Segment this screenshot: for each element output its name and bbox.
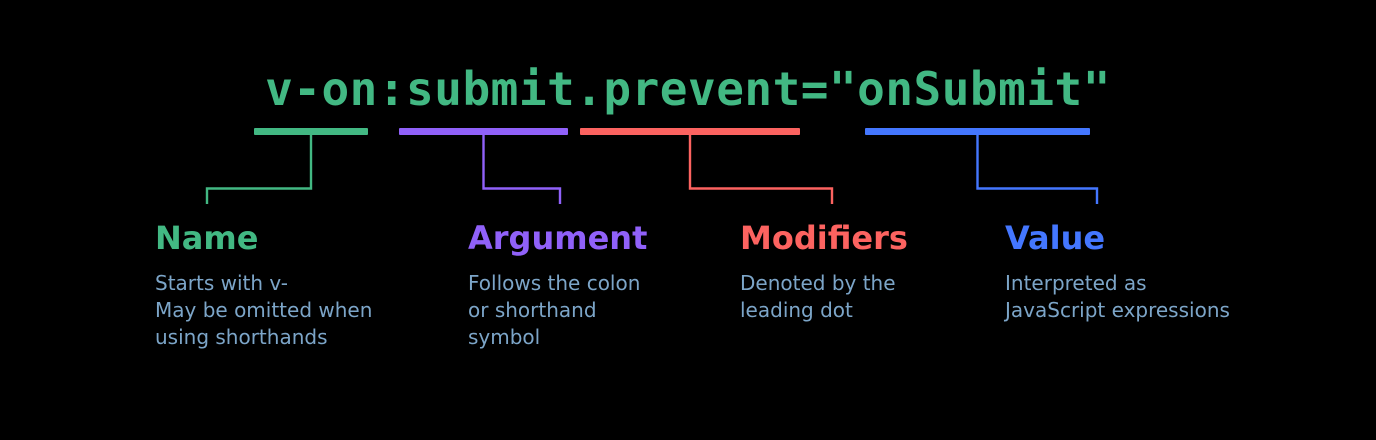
connector-line-argument [482, 135, 562, 204]
underline-bar-argument [399, 128, 568, 135]
connector-line-value [976, 135, 1099, 204]
legend-title-name: Name [155, 219, 259, 257]
underline-bar-modifiers [580, 128, 800, 135]
legend-title-argument: Argument [468, 219, 648, 257]
legend-title-value: Value [1005, 219, 1106, 257]
legend-description-value: Interpreted as JavaScript expressions [1005, 271, 1230, 322]
connector-line-modifiers [688, 135, 834, 204]
legend-description-argument: Follows the colon or shorthand symbol [468, 271, 641, 349]
legend-title-modifiers: Modifiers [740, 219, 908, 257]
connector-line-name [205, 135, 313, 204]
legend-description-name: Starts with v- May be omitted when using… [155, 271, 373, 349]
underline-bar-name [254, 128, 368, 135]
directive-code-line: v-on:submit.prevent="onSubmit" [265, 62, 1111, 116]
underline-bar-value [865, 128, 1090, 135]
legend-description-modifiers: Denoted by the leading dot [740, 271, 896, 322]
